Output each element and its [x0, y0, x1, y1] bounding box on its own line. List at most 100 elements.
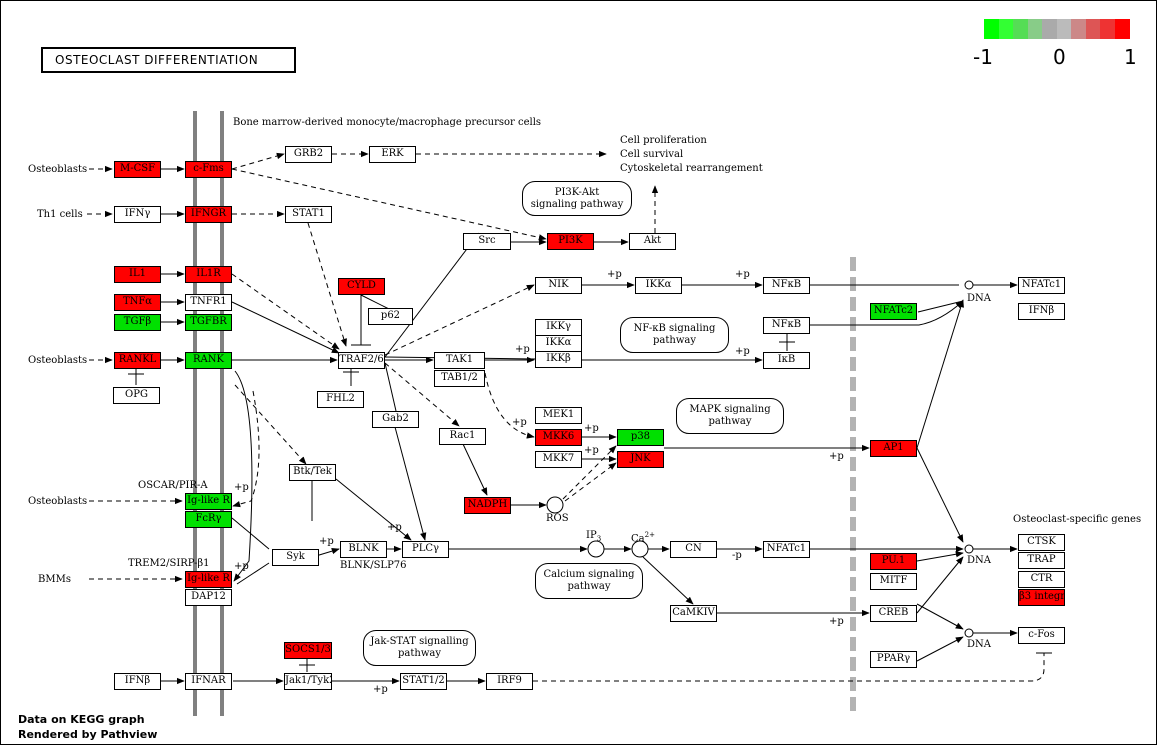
node-irf9[interactable]: IRF9	[486, 673, 533, 690]
node-mkk7[interactable]: MKK7	[535, 451, 582, 468]
node-stat12[interactable]: STAT1/2	[400, 673, 447, 690]
ip3-node	[587, 540, 605, 558]
node-tab12[interactable]: TAB1/2	[434, 370, 485, 387]
label-ip3-text: IP	[586, 530, 597, 541]
node-nfkb-2[interactable]: NFκB	[763, 317, 810, 334]
node-nfkb[interactable]: NFκB	[763, 277, 810, 294]
node-ikkb[interactable]: IKKβ	[535, 351, 582, 368]
node-rac1[interactable]: Rac1	[439, 428, 486, 445]
node-mkk6[interactable]: MKK6	[535, 429, 582, 446]
node-ifngr[interactable]: IFNGR	[185, 206, 232, 223]
footer-line-1: Data on KEGG graph	[18, 713, 145, 726]
node-ifnb-2[interactable]: IFNβ	[114, 673, 161, 690]
node-ppar[interactable]: PPARγ	[870, 651, 917, 668]
label-ip3-sub: 3	[596, 535, 602, 543]
label-phospho: +p	[584, 445, 599, 456]
node-rank[interactable]: RANK	[185, 352, 232, 369]
node-nfatc1[interactable]: NFATc1	[1018, 277, 1065, 294]
node-p62[interactable]: p62	[368, 308, 413, 325]
node-pu1[interactable]: PU.1	[870, 553, 917, 570]
node-ifnar[interactable]: IFNAR	[185, 673, 232, 690]
node-mek1[interactable]: MEK1	[535, 407, 582, 424]
node-fcrg[interactable]: FcRγ	[185, 511, 232, 528]
node-ctr[interactable]: CTR	[1018, 571, 1065, 588]
legend-tick-mid: 0	[1053, 45, 1066, 69]
dna-junction	[964, 280, 974, 290]
node-ap1[interactable]: AP1	[870, 440, 917, 457]
node-cyld[interactable]: CYLD	[338, 278, 385, 295]
node-ifnb[interactable]: IFNβ	[1018, 303, 1065, 320]
node-plcg[interactable]: PLCγ	[402, 541, 449, 558]
node-creb[interactable]: CREB	[870, 605, 917, 622]
node-p38[interactable]: p38	[617, 429, 664, 446]
node-cfms[interactable]: c-Fms	[185, 161, 232, 178]
legend-cell	[1071, 19, 1086, 39]
node-nfatc2[interactable]: NFATc2	[870, 303, 917, 320]
node-ig-like-r-2[interactable]: Ig-like R	[185, 571, 232, 588]
node-il1r[interactable]: IL1R	[185, 266, 232, 283]
node-fhl2[interactable]: FHL2	[317, 391, 364, 408]
node-opg[interactable]: OPG	[113, 387, 160, 404]
node-ig-like-r[interactable]: Ig-like R	[185, 493, 232, 510]
node-b3-integrin[interactable]: β3 integrin	[1018, 589, 1065, 606]
node-grb2[interactable]: GRB2	[285, 146, 332, 163]
pathway-pi3k-akt-line1: PI3K-Akt	[554, 186, 600, 198]
node-tgfbr[interactable]: TGFBR	[185, 314, 232, 331]
node-ikb[interactable]: IκB	[763, 352, 810, 369]
node-cn[interactable]: CN	[670, 541, 717, 558]
node-camkiv[interactable]: CaMKIV	[670, 605, 717, 622]
node-cfos[interactable]: c-Fos	[1018, 627, 1065, 644]
node-tak1[interactable]: TAK1	[434, 352, 485, 369]
membrane-bar	[193, 111, 197, 716]
node-ikka2[interactable]: IKKα	[535, 335, 582, 352]
node-rankl[interactable]: RANKL	[114, 352, 161, 369]
membrane-bar	[220, 111, 224, 716]
node-jnk[interactable]: JNK	[617, 451, 664, 468]
node-ikkg[interactable]: IKKγ	[535, 319, 582, 336]
node-syk[interactable]: Syk	[272, 549, 319, 566]
node-ikka[interactable]: IKKα	[635, 277, 682, 294]
label-blnk-slp76: BLNK/SLP76	[340, 560, 407, 571]
node-socs[interactable]: SOCS1/3	[284, 642, 332, 659]
node-mcsf[interactable]: M-CSF	[114, 161, 161, 178]
node-mitf[interactable]: MITF	[870, 573, 917, 590]
node-dap12[interactable]: DAP12	[185, 589, 232, 606]
label-phospho: +p	[319, 536, 334, 547]
node-stat1[interactable]: STAT1	[285, 206, 332, 223]
label-phospho: +p	[829, 451, 844, 462]
node-il1[interactable]: IL1	[114, 266, 161, 283]
node-pi3k[interactable]: PI3K	[547, 233, 594, 250]
node-ifng[interactable]: IFNγ	[114, 206, 161, 223]
node-ctsk[interactable]: CTSK	[1018, 534, 1065, 551]
node-btk-tek[interactable]: Btk/Tek	[289, 464, 336, 481]
ros-node	[546, 496, 564, 514]
node-tnfa[interactable]: TNFα	[114, 294, 161, 311]
label-ca: Ca2+	[631, 529, 655, 545]
page-title: OSTEOCLAST DIFFERENTIATION	[41, 47, 296, 73]
node-blnk[interactable]: BLNK	[340, 541, 387, 558]
ca-node	[631, 540, 649, 558]
label-ip3: IP3	[586, 529, 601, 546]
node-nik[interactable]: NIK	[535, 277, 582, 294]
node-trap[interactable]: TRAP	[1018, 552, 1065, 569]
node-nfatc1-b[interactable]: NFATc1	[763, 541, 810, 558]
node-src[interactable]: Src	[463, 233, 511, 250]
node-nadph[interactable]: NADPH	[464, 497, 511, 514]
node-erk[interactable]: ERK	[369, 146, 416, 163]
node-gab2[interactable]: Gab2	[372, 411, 419, 428]
node-traf26[interactable]: TRAF2/6	[338, 352, 385, 369]
node-jak-tyk2[interactable]: Jak1/Tyk2	[284, 673, 332, 690]
label-trem2: TREM2/SIRP-β1	[128, 558, 210, 569]
node-akt[interactable]: Akt	[629, 233, 676, 250]
label-osteoblasts: Osteoblasts	[28, 355, 88, 366]
node-tnfr1[interactable]: TNFR1	[185, 294, 232, 311]
node-tgfb[interactable]: TGFβ	[114, 314, 161, 331]
dna-junction	[964, 544, 974, 554]
label-ca-text: Ca	[631, 533, 645, 545]
